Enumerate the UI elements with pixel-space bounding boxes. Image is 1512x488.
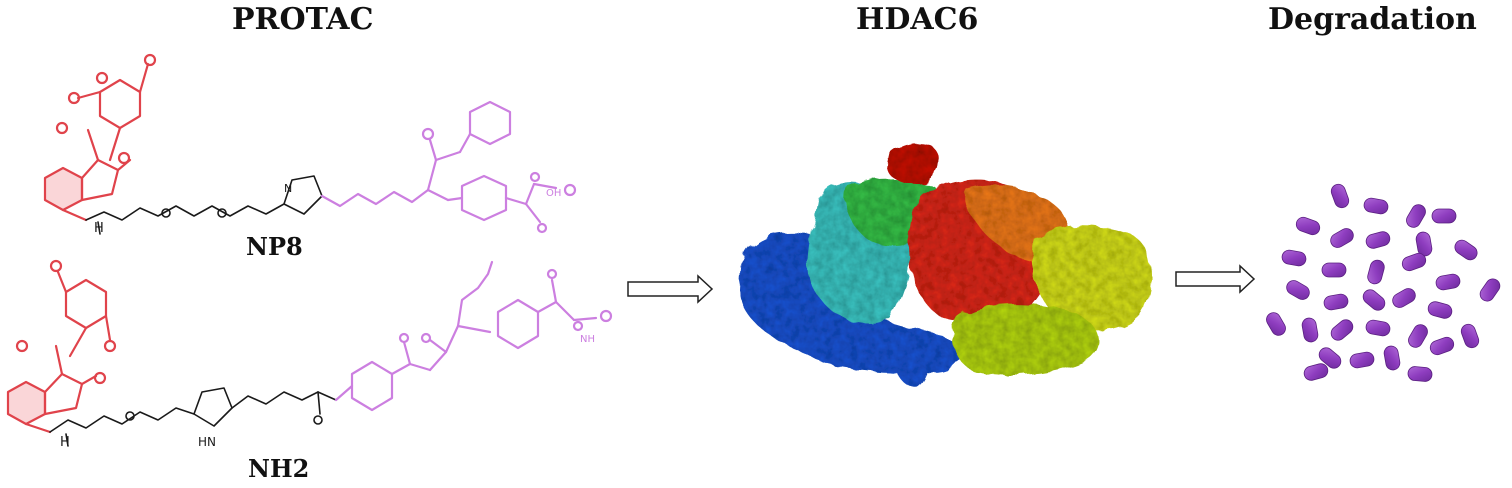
arrow-protac-to-hdac6 xyxy=(627,274,714,304)
title-hdac6: HDAC6 xyxy=(856,2,979,37)
nh2-triazole-label: HN xyxy=(198,435,216,449)
protein-red-lobe xyxy=(885,143,940,184)
title-protac: PROTAC xyxy=(232,2,374,37)
np8-triazole-label: N xyxy=(284,182,292,195)
np8-linker xyxy=(85,175,323,235)
molecule-label-nh2: NH2 xyxy=(248,454,310,483)
nh2-cereblon-ligand xyxy=(6,259,117,434)
np8-nh-label: H xyxy=(94,221,104,236)
np8-hdac-ligand xyxy=(320,100,577,234)
molecule-label-np8: NP8 xyxy=(246,232,303,261)
nh2-nh-label: H xyxy=(60,435,70,450)
np8-cereblon-ligand xyxy=(43,53,157,222)
nh2-linker xyxy=(49,387,337,447)
protein-lime-domain xyxy=(952,303,1099,376)
arrow-hdac6-to-degradation xyxy=(1175,264,1256,294)
protein-yellow-domain xyxy=(1031,225,1152,331)
hdac6-protein xyxy=(739,143,1152,387)
np8-hydroxamic-label: OH xyxy=(546,188,561,199)
title-degradation: Degradation xyxy=(1268,2,1477,37)
degradation-fragments xyxy=(1266,183,1501,382)
np8-structure: H N OH xyxy=(43,53,577,236)
nh2-amide-label: NH xyxy=(580,334,595,345)
nh2-structure: H HN NH xyxy=(6,259,613,450)
nh2-hdac-ligand xyxy=(334,260,613,412)
